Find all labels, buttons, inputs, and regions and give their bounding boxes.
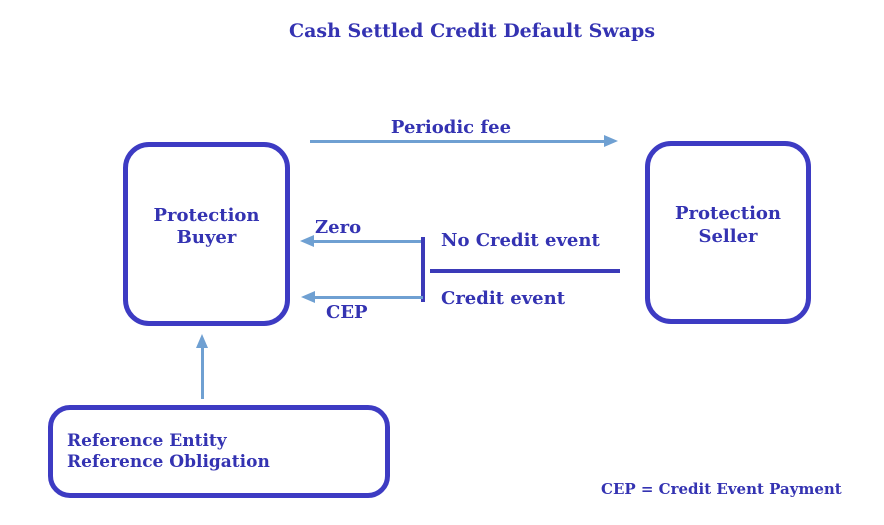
node-protection-buyer: Protection Buyer	[123, 142, 290, 326]
page-title: Cash Settled Credit Default Swaps	[288, 20, 656, 42]
credit-event-label: Credit event	[441, 288, 566, 309]
zero-arrow-line	[312, 240, 423, 243]
cep-label: CEP	[326, 302, 368, 323]
cep-arrowhead-left-icon	[301, 291, 315, 303]
reference-arrow-line	[201, 347, 204, 399]
periodic-fee-label: Periodic fee	[390, 117, 512, 138]
node-protection-seller-label: Protection Seller	[675, 203, 781, 247]
zero-label: Zero	[315, 217, 362, 238]
no-credit-event-label: No Credit event	[441, 230, 600, 251]
node-protection-buyer-label: Protection Buyer	[153, 204, 260, 249]
reference-arrowhead-up-icon	[196, 334, 208, 348]
footnote: CEP = Credit Event Payment	[601, 480, 842, 498]
cep-arrow-line	[313, 296, 423, 299]
periodic-fee-arrow-line	[310, 140, 606, 143]
periodic-fee-arrowhead-right-icon	[604, 135, 618, 147]
branch-divider-line	[430, 269, 620, 273]
node-reference-entity-label: Reference Entity Reference Obligation	[67, 430, 270, 472]
node-protection-seller: Protection Seller	[645, 141, 811, 324]
zero-arrowhead-left-icon	[300, 235, 314, 247]
branch-vertical-connector	[421, 237, 425, 302]
node-reference-entity: Reference Entity Reference Obligation	[48, 405, 390, 498]
